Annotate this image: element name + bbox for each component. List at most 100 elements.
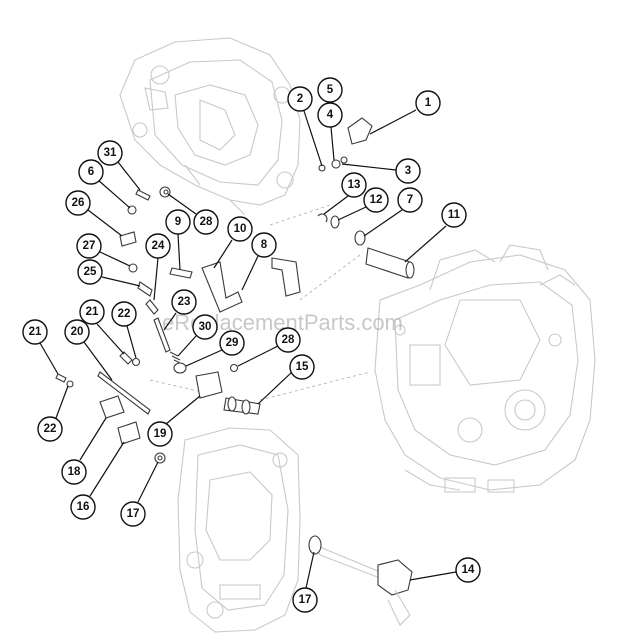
callout-9-label: 9 — [175, 216, 181, 228]
callout-5-label: 5 — [327, 84, 334, 96]
callout-22-lower-circle — [37, 416, 63, 442]
callout-30[interactable]: 30 — [177, 314, 218, 357]
callout-2-label: 2 — [297, 93, 303, 105]
callout-29[interactable]: 29 — [185, 330, 245, 367]
small-parts — [55, 117, 415, 464]
callout-3-leader — [341, 163, 397, 171]
callout-8-leader — [241, 255, 259, 291]
callout-2-leader — [303, 110, 323, 167]
callout-15[interactable]: 15 — [257, 354, 315, 405]
callout-20[interactable]: 20 — [64, 319, 113, 381]
callout-4-leader — [330, 126, 335, 161]
callout-1-label: 1 — [425, 97, 432, 109]
callout-24-label: 24 — [152, 240, 165, 252]
callout-25[interactable]: 25 — [77, 259, 141, 287]
callout-22-lower-leader — [55, 385, 69, 419]
callout-27[interactable]: 27 — [76, 233, 131, 267]
callout-15-circle — [289, 354, 315, 380]
callout-12-leader — [337, 206, 367, 221]
callout-21-left[interactable]: 21 — [22, 319, 59, 375]
callout-13-circle — [341, 172, 367, 198]
callout-12[interactable]: 12 — [337, 187, 389, 221]
callout-11-leader — [404, 225, 447, 263]
callout-4[interactable]: 4 — [317, 102, 343, 161]
callout-10[interactable]: 10 — [213, 216, 253, 269]
callout-2-circle — [287, 86, 313, 112]
callout-22-lower[interactable]: 22 — [37, 385, 69, 442]
callout-22-upper-label: 22 — [118, 308, 131, 320]
callout-11-label: 11 — [448, 209, 461, 221]
callout-7[interactable]: 7 — [363, 187, 423, 237]
callout-26[interactable]: 26 — [65, 190, 123, 237]
callout-1-leader — [369, 109, 417, 135]
callout-20-circle — [64, 319, 90, 345]
callout-27-leader — [99, 251, 131, 267]
callout-layer: 1 2 3 4 5 6 7 — [22, 77, 481, 613]
callout-17-lower-leader — [305, 551, 315, 589]
upper-housing-outline — [119, 37, 301, 216]
callout-3[interactable]: 3 — [341, 158, 421, 184]
callout-10-leader — [213, 239, 233, 269]
callout-24[interactable]: 24 — [145, 233, 171, 301]
callout-16-circle — [70, 494, 96, 520]
callout-23[interactable]: 23 — [163, 289, 197, 331]
callout-24-leader — [153, 257, 159, 301]
callout-7-circle — [397, 187, 423, 213]
callout-29-circle — [219, 330, 245, 356]
callout-10-circle — [227, 216, 253, 242]
callout-28-upper-circle — [193, 209, 219, 235]
callout-30-leader — [177, 335, 197, 357]
callout-6-leader — [97, 179, 131, 209]
callout-31-label: 31 — [104, 147, 117, 159]
callout-21-right-circle — [79, 299, 105, 325]
callout-12-label: 12 — [370, 194, 383, 206]
callout-22-lower-label: 22 — [44, 423, 57, 435]
callout-13[interactable]: 13 — [323, 172, 367, 215]
callout-27-label: 27 — [83, 240, 96, 252]
callout-21-right[interactable]: 21 — [79, 299, 125, 355]
callout-8-label: 8 — [261, 239, 268, 251]
callout-18-leader — [79, 417, 107, 461]
callout-17-lower[interactable]: 17 — [292, 551, 318, 613]
callout-29-leader — [185, 349, 223, 367]
callout-8[interactable]: 8 — [241, 232, 277, 291]
callout-24-circle — [145, 233, 171, 259]
callout-21-left-leader — [39, 342, 59, 375]
callout-17-upper[interactable]: 17 — [120, 461, 159, 527]
callout-17-lower-label: 17 — [299, 594, 312, 606]
shift-shaft-lower — [308, 535, 413, 626]
callout-28-upper-leader — [167, 193, 197, 215]
callout-14[interactable]: 14 — [409, 557, 481, 583]
callout-7-leader — [363, 209, 403, 237]
callout-8-circle — [251, 232, 277, 258]
callout-2[interactable]: 2 — [287, 86, 323, 167]
callout-14-circle — [455, 557, 481, 583]
callout-19-leader — [165, 395, 201, 425]
callout-21-left-label: 21 — [29, 326, 42, 338]
callout-22-upper[interactable]: 22 — [111, 301, 137, 359]
callout-27-circle — [76, 233, 102, 259]
callout-21-left-circle — [22, 319, 48, 345]
callout-9[interactable]: 9 — [165, 209, 191, 271]
callout-11[interactable]: 11 — [404, 202, 467, 263]
callout-18-circle — [61, 459, 87, 485]
callout-17-lower-circle — [292, 587, 318, 613]
callout-13-leader — [323, 195, 349, 215]
callout-16[interactable]: 16 — [70, 441, 125, 520]
callout-9-leader — [177, 233, 181, 271]
callout-17-upper-label: 17 — [127, 508, 140, 520]
callout-19[interactable]: 19 — [147, 395, 201, 447]
callout-28-upper[interactable]: 28 — [167, 193, 219, 235]
callout-1[interactable]: 1 — [369, 90, 441, 135]
callout-5[interactable]: 5 — [317, 77, 343, 103]
callout-15-leader — [257, 371, 293, 405]
callout-31[interactable]: 31 — [97, 140, 141, 191]
callout-18[interactable]: 18 — [61, 417, 107, 485]
callout-30-label: 30 — [199, 321, 212, 333]
callout-11-circle — [441, 202, 467, 228]
callout-5-circle — [317, 77, 343, 103]
callout-28-lower[interactable]: 28 — [237, 327, 301, 367]
callout-6[interactable]: 6 — [78, 159, 131, 209]
callout-6-label: 6 — [88, 166, 94, 178]
